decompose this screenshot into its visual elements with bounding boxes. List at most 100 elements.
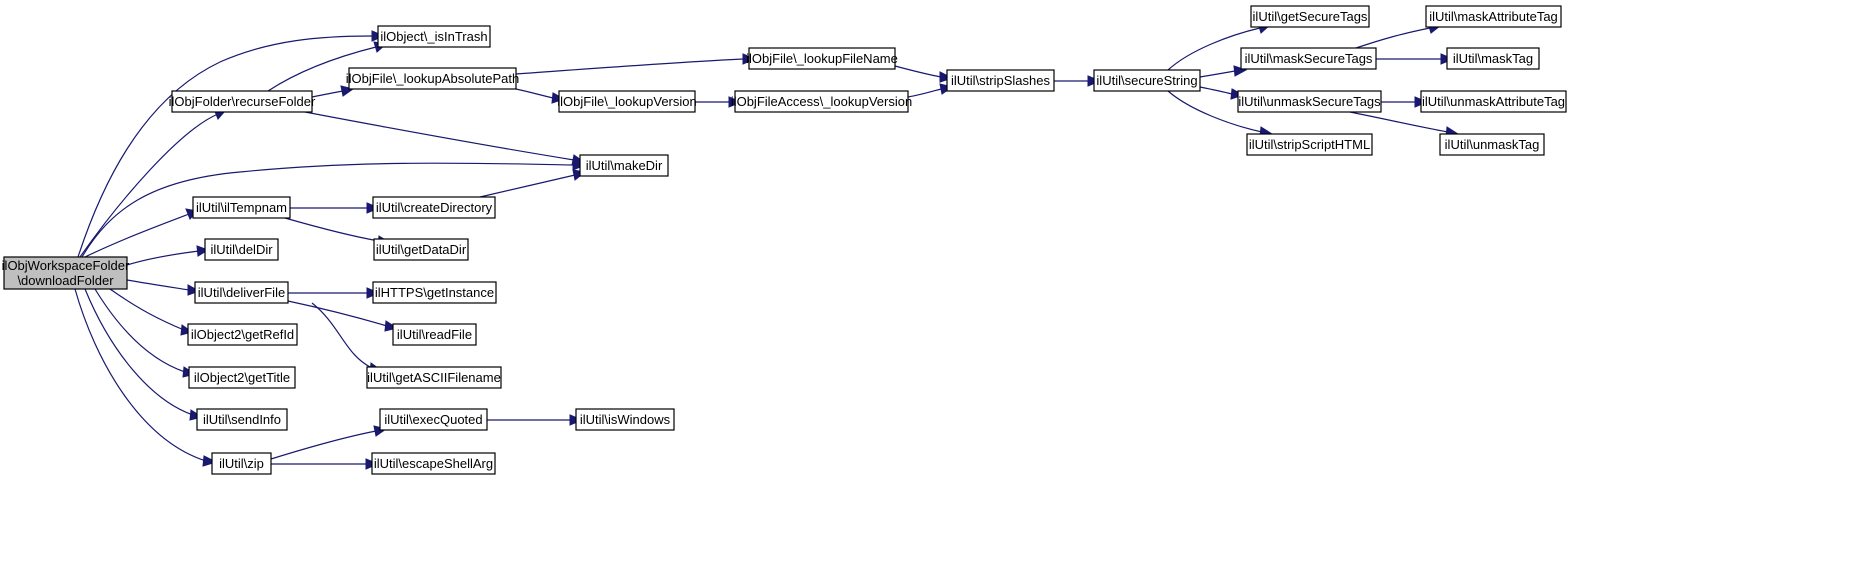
edge-root-to-getTitle [94, 288, 197, 378]
node-execQuoted[interactable]: ilUtil\execQuoted [379, 408, 488, 431]
edge-ilTempnam-to-createDirectory [289, 202, 381, 214]
node-box[interactable] [734, 90, 909, 113]
node-ilTempnam[interactable]: ilUtil\ilTempnam [192, 196, 291, 219]
edge-execQuoted-to-isWindows [486, 414, 584, 426]
node-isWindows[interactable]: ilUtil\isWindows [575, 408, 675, 431]
node-sendInfo[interactable]: ilUtil\sendInfo [196, 408, 288, 431]
node-getDataDir[interactable]: ilUtil\getDataDir [373, 238, 469, 261]
edge-root-to-zip [74, 288, 218, 467]
edge-line [126, 279, 190, 291]
node-label: ilUtil\delDir [210, 242, 273, 257]
node-maskAttributeTag[interactable]: ilUtil\maskAttributeTag [1425, 5, 1562, 28]
node-box[interactable] [1439, 133, 1545, 156]
node-box[interactable] [372, 196, 496, 219]
node-box[interactable] [192, 196, 291, 219]
node-box[interactable] [1237, 90, 1382, 113]
edge-arrowhead [202, 455, 218, 467]
node-box[interactable] [187, 323, 298, 346]
edge-root-to-delDir [126, 245, 210, 266]
node-delDir[interactable]: ilUtil\delDir [204, 238, 279, 261]
node-lookupAbsolutePath[interactable]: ilObjFile\_lookupAbsolutePath [346, 67, 519, 90]
node-box[interactable] [348, 67, 517, 90]
node-box[interactable] [171, 90, 313, 113]
node-maskSecureTags[interactable]: ilUtil\maskSecureTags [1240, 47, 1377, 70]
node-label: ilObject\_isInTrash [380, 29, 487, 44]
node-box[interactable] [194, 281, 289, 304]
node-box[interactable] [372, 281, 497, 304]
node-box[interactable] [1246, 133, 1373, 156]
node-label: \downloadFolder [17, 273, 114, 288]
node-lookupFileName[interactable]: ilObjFile\_lookupFileName [746, 47, 898, 70]
edge-root-to-sendInfo [84, 288, 204, 421]
node-stripScriptHTML[interactable]: ilUtil\stripScriptHTML [1246, 133, 1373, 156]
node-box[interactable] [3, 256, 128, 290]
node-box[interactable] [392, 323, 477, 346]
node-getRefId[interactable]: ilObject2\getRefId [187, 323, 298, 346]
node-getSecureTags[interactable]: ilUtil\getSecureTags [1250, 5, 1370, 28]
edge-deliverFile-to-readFile [287, 300, 399, 332]
node-createDirectory[interactable]: ilUtil\createDirectory [372, 196, 496, 219]
node-box[interactable] [1446, 47, 1540, 70]
node-label: ilUtil\getASCIIFilename [367, 370, 501, 385]
edge-secureString-to-maskSecureTags [1199, 65, 1248, 78]
node-getTitle[interactable]: ilObject2\getTitle [188, 366, 296, 389]
node-label: ilUtil\sendInfo [203, 412, 281, 427]
node-label: ilUtil\maskAttributeTag [1429, 9, 1558, 24]
edge-maskSecureTags-to-maskTag [1376, 53, 1455, 65]
node-unmaskAttributeTag[interactable]: ilUtil\unmaskAttributeTag [1420, 90, 1567, 113]
node-label: ilUtil\escapeShellArg [374, 456, 493, 471]
node-label: ilUtil\getDataDir [376, 242, 467, 257]
edge-arrowhead [939, 71, 954, 83]
node-zip[interactable]: ilUtil\zip [211, 452, 272, 475]
node-box[interactable] [1250, 5, 1370, 28]
node-unmaskTag[interactable]: ilUtil\unmaskTag [1439, 133, 1545, 156]
node-lookupVersion[interactable]: ilObjFile\_lookupVersion [557, 90, 697, 113]
node-label: ilUtil\ilTempnam [196, 200, 287, 215]
node-getASCIIFilename[interactable]: ilUtil\getASCIIFilename [366, 366, 502, 389]
node-getInstance[interactable]: ilHTTPS\getInstance [372, 281, 497, 304]
node-box[interactable] [1420, 90, 1567, 113]
edge-line [284, 217, 380, 242]
node-unmaskSecureTags[interactable]: ilUtil\unmaskSecureTags [1237, 90, 1382, 113]
node-root[interactable]: ilObjWorkspaceFolder\downloadFolder [2, 256, 130, 290]
node-label: ilUtil\unmaskTag [1445, 137, 1540, 152]
node-recurseFolder[interactable]: ilObjFolder\recurseFolder [169, 90, 316, 113]
node-maskTag[interactable]: ilUtil\maskTag [1446, 47, 1540, 70]
node-deliverFile[interactable]: ilUtil\deliverFile [194, 281, 289, 304]
node-box[interactable] [379, 408, 488, 431]
node-box[interactable] [1093, 69, 1201, 92]
node-escapeShellArg[interactable]: ilUtil\escapeShellArg [371, 452, 496, 475]
edge-root-to-ilTempnam [84, 208, 198, 258]
node-box[interactable] [211, 452, 272, 475]
node-box[interactable] [371, 452, 496, 475]
node-isInTrash[interactable]: ilObject\_isInTrash [377, 25, 491, 48]
node-makeDir[interactable]: ilUtil\makeDir [579, 154, 669, 177]
node-box[interactable] [373, 238, 469, 261]
node-label: ilObjFile\_lookupVersion [557, 94, 696, 109]
nodes-layer: ilObjWorkspaceFolder\downloadFolderilObj… [2, 5, 1567, 475]
node-readFile[interactable]: ilUtil\readFile [392, 323, 477, 346]
node-box[interactable] [196, 408, 288, 431]
node-box[interactable] [1425, 5, 1562, 28]
edge-root-to-deliverFile [126, 279, 201, 296]
edge-recurseFolder-to-lookupAbsolutePath [311, 85, 355, 98]
node-box[interactable] [204, 238, 279, 261]
node-box[interactable] [748, 47, 896, 70]
node-box[interactable] [377, 25, 491, 48]
node-box[interactable] [1240, 47, 1377, 70]
edge-unmaskSecureTags-to-unmaskAttributeTag [1381, 96, 1429, 108]
node-secureString[interactable]: ilUtil\secureString [1093, 69, 1201, 92]
node-box[interactable] [366, 366, 502, 389]
node-stripSlashes[interactable]: ilUtil\stripSlashes [946, 69, 1055, 92]
node-box[interactable] [188, 366, 296, 389]
node-label: ilUtil\readFile [397, 327, 472, 342]
node-label: ilObjWorkspaceFolder [2, 258, 130, 273]
node-label: ilObjFileAccess\_lookupVersion [731, 94, 912, 109]
node-box[interactable] [575, 408, 675, 431]
node-box[interactable] [946, 69, 1055, 92]
node-box[interactable] [558, 90, 696, 113]
node-box[interactable] [579, 154, 669, 177]
edge-arrowhead [196, 245, 210, 257]
node-accessLookupVersion[interactable]: ilObjFileAccess\_lookupVersion [731, 90, 912, 113]
